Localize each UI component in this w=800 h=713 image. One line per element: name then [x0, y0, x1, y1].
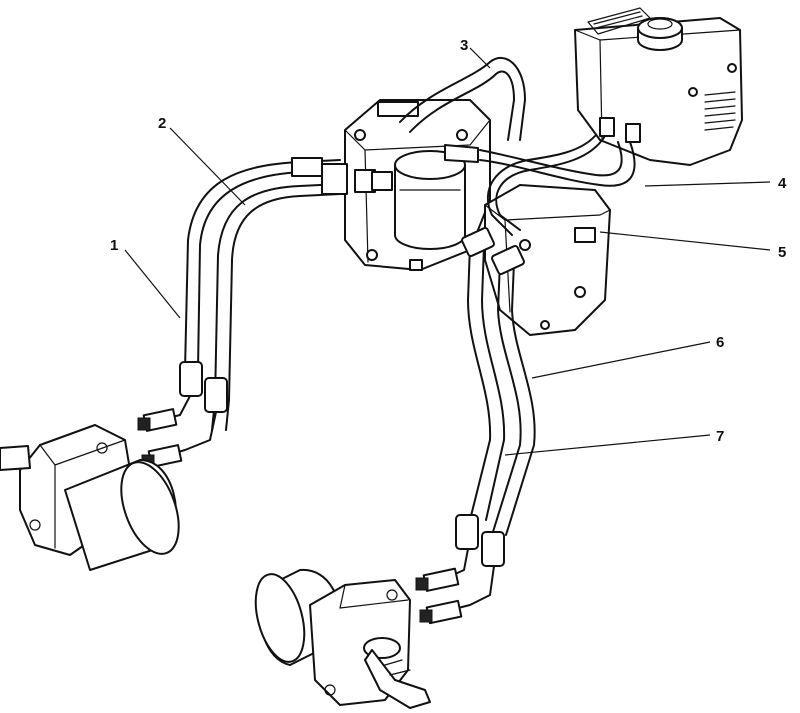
right-fitting-lower [419, 599, 463, 625]
left-wheel-motor [0, 424, 180, 571]
callout-2: 2 [158, 115, 166, 132]
filter-canister [394, 150, 466, 250]
hose-5 [486, 135, 606, 236]
reservoir-label-plate [587, 7, 651, 35]
callout-numbers: 1 2 3 4 5 6 7 [110, 37, 787, 445]
callout-4: 4 [778, 175, 787, 192]
hose-7-ferrule [481, 531, 505, 567]
callout-3: 3 [460, 37, 468, 54]
hose-4 [479, 141, 636, 187]
reservoir-vent [704, 91, 736, 131]
lower-pump [484, 184, 611, 336]
upper-pump [344, 99, 491, 271]
leader-lines [124, 47, 771, 456]
hose-1 [184, 159, 341, 371]
hose-1-ferrule [179, 361, 203, 397]
callout-6: 6 [716, 334, 724, 351]
hose-3 [399, 56, 526, 141]
right-hose-top-fittings [461, 227, 525, 275]
hose-7 [491, 261, 536, 536]
hose-6-ferrule [455, 514, 479, 550]
left-hose-fittings [291, 144, 479, 195]
hose-2-ferrule [204, 377, 228, 413]
hose-6 [467, 244, 506, 521]
reservoir-cap [637, 17, 683, 51]
callout-1: 1 [110, 237, 118, 254]
callout-5: 5 [778, 244, 786, 261]
hose-2 [211, 183, 341, 431]
left-fitting-upper [137, 408, 178, 432]
right-fitting-upper [415, 567, 460, 592]
callout-7: 7 [716, 428, 724, 445]
right-wheel-motor [254, 568, 431, 709]
reservoir-tank [574, 7, 743, 166]
